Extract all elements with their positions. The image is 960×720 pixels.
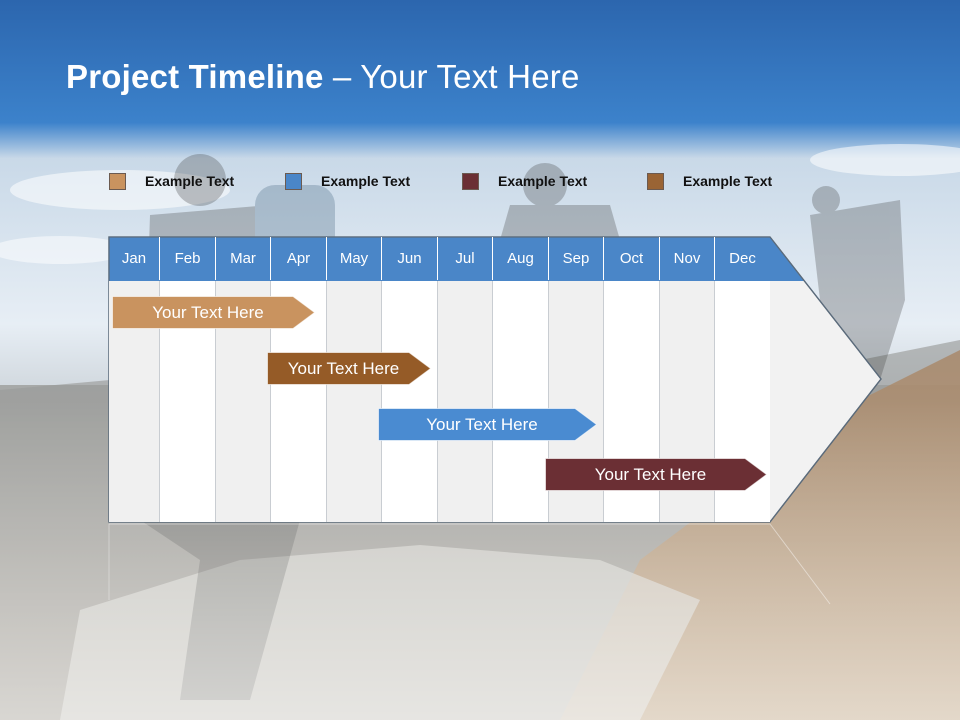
- month-label-feb: Feb: [159, 237, 215, 280]
- task-bar: Your Text Here: [378, 408, 597, 441]
- title-rest: – Your Text Here: [323, 58, 580, 95]
- month-label-mar: Mar: [215, 237, 270, 280]
- task-label: Your Text Here: [152, 302, 264, 322]
- month-column: [437, 281, 492, 522]
- legend-label: Example Text: [145, 173, 235, 189]
- legend-swatch: [109, 172, 126, 190]
- legend-item: Example Text: [647, 170, 772, 192]
- month-label-aug: Aug: [492, 237, 548, 280]
- task-bar: Your Text Here: [112, 296, 315, 329]
- task-label: Your Text Here: [287, 358, 400, 378]
- legend-item: Example Text: [109, 170, 234, 192]
- month-label-jan: Jan: [121, 250, 147, 267]
- title-bold: Project Timeline: [66, 58, 324, 95]
- task-bar: Your Text Here: [267, 352, 431, 385]
- legend-label: Example Text: [321, 173, 411, 189]
- task-arrow-shape: [545, 458, 767, 491]
- month-label-apr: Apr: [270, 237, 326, 280]
- month-column: [492, 281, 548, 522]
- month-column: [326, 281, 381, 522]
- legend-swatch: [462, 172, 479, 190]
- legend-swatch: [647, 172, 664, 190]
- task-bar: Your Text Here: [545, 458, 767, 491]
- month-label-oct: Oct: [603, 237, 659, 280]
- legend-swatch: [285, 172, 302, 190]
- month-column: [381, 281, 437, 522]
- legend-label: Example Text: [498, 173, 588, 189]
- month-label-nov: Nov: [659, 237, 714, 280]
- task-arrow-shape: [378, 408, 597, 441]
- month-label-may: May: [326, 237, 381, 280]
- legend-item: Example Text: [285, 170, 410, 192]
- legend-label: Example Text: [683, 173, 773, 189]
- month-label-jun: Jun: [381, 237, 437, 280]
- month-label-sep: Sep: [548, 237, 603, 280]
- month-label-jul: Jul: [437, 237, 492, 280]
- task-label: Your Text Here: [594, 464, 707, 484]
- task-arrow-shape: [112, 296, 315, 329]
- month-header-band: [109, 237, 804, 281]
- task-label: Your Text Here: [426, 414, 538, 434]
- legend-item: Example Text: [462, 170, 587, 192]
- task-arrow-shape: [267, 352, 431, 385]
- month-label-dec: Dec: [714, 237, 770, 280]
- slide-title: Project Timeline – Your Text Here: [66, 58, 580, 96]
